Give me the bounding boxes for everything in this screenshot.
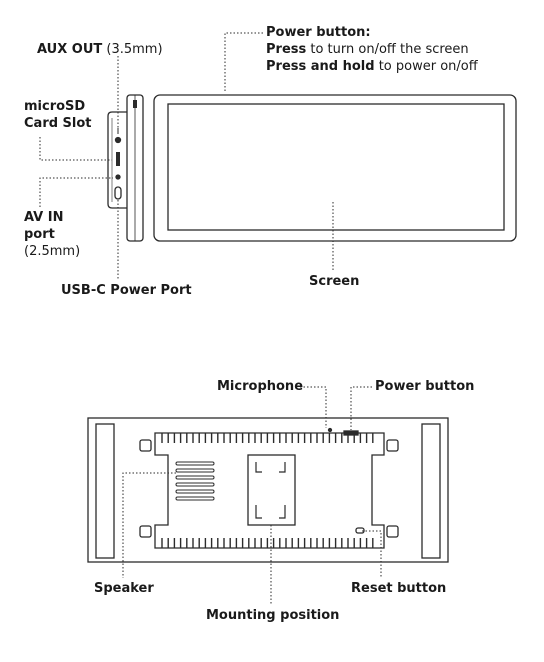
microphone-icon — [327, 427, 333, 433]
microsd-label-line1: microSD — [24, 99, 86, 114]
back-housing — [87, 417, 449, 563]
power-button-line2: Press and hold to power on/off — [266, 59, 478, 75]
right-end-cap — [421, 423, 441, 559]
power-press-rest: to turn on/off the screen — [306, 42, 469, 57]
usbc-label: USB-C Power Port — [61, 283, 192, 298]
power-hold-bold: Press and hold — [266, 59, 375, 74]
power-press-bold: Press — [266, 42, 307, 57]
reset-button-icon — [355, 527, 365, 534]
screen-label: Screen — [309, 274, 360, 289]
mounting-position-label: Mounting position — [206, 608, 340, 623]
power-button-title: Power button: — [266, 25, 371, 40]
speaker-label: Speaker — [94, 581, 154, 596]
back-power-button-label: Power button — [375, 379, 475, 394]
microsd-slot-icon — [116, 152, 120, 166]
aux-out-port-icon — [114, 136, 122, 144]
speaker-grille — [175, 461, 215, 501]
screen-display — [167, 103, 505, 231]
aux-out-rest: (3.5mm) — [102, 42, 163, 57]
back-power-button-icon — [343, 430, 359, 436]
usbc-port-icon — [114, 186, 122, 200]
power-button-line1: Press to turn on/off the screen — [266, 42, 469, 58]
power-hold-rest: to power on/off — [374, 59, 478, 74]
reset-button-label: Reset button — [351, 581, 447, 596]
side-power-button-icon — [133, 100, 137, 108]
back-plate — [154, 432, 385, 549]
left-end-cap — [95, 423, 115, 559]
av-in-label-line2: port — [24, 227, 55, 242]
screen-outer-frame — [153, 94, 517, 242]
aux-out-label: AUX OUT (3.5mm) — [37, 42, 163, 58]
av-in-label-line1: AV IN — [24, 210, 64, 225]
microphone-label: Microphone — [217, 379, 304, 394]
av-in-port-icon — [115, 174, 121, 180]
aux-out-bold: AUX OUT — [37, 42, 103, 57]
mounting-plate — [247, 454, 296, 526]
av-in-label-line3: (2.5mm) — [24, 244, 81, 259]
microsd-label-line2: Card Slot — [24, 116, 92, 131]
